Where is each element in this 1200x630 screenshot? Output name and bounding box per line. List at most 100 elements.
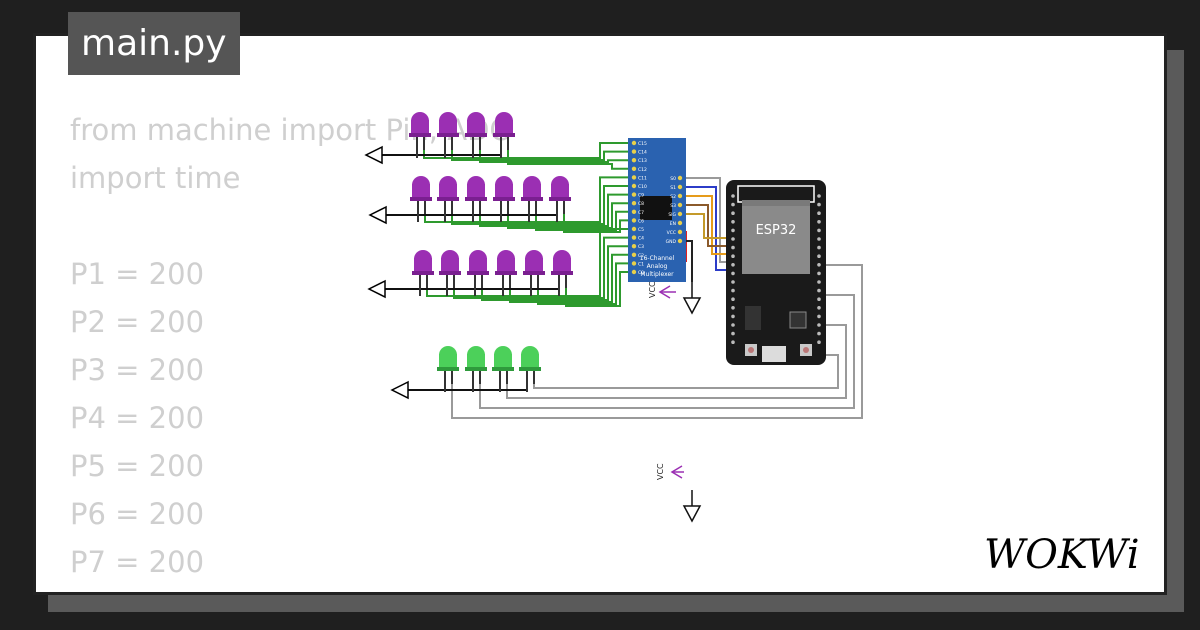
mux-pin-label: C3 [638, 244, 644, 250]
esp32-pin[interactable] [731, 263, 735, 267]
esp32-pin[interactable] [817, 237, 821, 241]
signal-wire[interactable] [537, 262, 632, 305]
mux-pin[interactable] [677, 184, 683, 190]
esp32-pin[interactable] [817, 228, 821, 233]
esp32-pin[interactable] [817, 220, 821, 224]
file-tab[interactable]: main.py [68, 12, 240, 75]
led-green[interactable] [518, 345, 542, 393]
mux-pin[interactable] [677, 238, 683, 244]
esp32-pin[interactable] [731, 220, 735, 224]
esp32-pin[interactable] [731, 331, 735, 336]
esp32-pin[interactable] [817, 245, 821, 250]
esp32-pin[interactable] [731, 194, 735, 198]
led-green[interactable] [491, 345, 515, 393]
esp32-board[interactable]: ESP32 [726, 180, 826, 365]
esp32-pin[interactable] [817, 254, 821, 258]
signal-wire[interactable] [453, 236, 632, 299]
signal-wire[interactable] [451, 150, 632, 161]
esp32-pin[interactable] [817, 306, 821, 310]
esp32-pin[interactable] [731, 254, 735, 258]
mux-pin[interactable] [631, 244, 637, 249]
esp32-pin[interactable] [731, 211, 735, 215]
mux-pin[interactable] [631, 252, 637, 257]
mux-pin[interactable] [631, 218, 637, 223]
led-control-wire[interactable] [479, 294, 855, 409]
esp32-pin[interactable] [731, 297, 735, 302]
mux-pin[interactable] [631, 158, 637, 163]
esp32-pin[interactable] [817, 331, 821, 336]
led-control-wire[interactable] [451, 264, 863, 419]
mux-pin[interactable] [631, 149, 637, 154]
led-green[interactable] [464, 345, 488, 393]
mux-pin[interactable] [631, 175, 637, 180]
esp32-pin[interactable] [731, 323, 735, 327]
mux-label-1: 16-Channel [640, 255, 675, 262]
mux-pin[interactable] [631, 261, 637, 266]
esp32-pin[interactable] [731, 306, 735, 310]
esp32-pin[interactable] [731, 237, 735, 241]
signal-wire[interactable] [424, 176, 632, 223]
mux-pin[interactable] [677, 220, 683, 226]
control-wire[interactable] [682, 204, 733, 247]
signal-wire[interactable] [507, 150, 632, 170]
esp32-pin[interactable] [817, 263, 821, 267]
mux-pin[interactable] [631, 192, 637, 197]
control-wire[interactable] [682, 186, 733, 271]
signal-wire[interactable] [451, 185, 632, 225]
signal-wire[interactable] [479, 150, 632, 163]
control-wire[interactable] [682, 195, 733, 255]
esp32-pin[interactable] [817, 194, 821, 198]
esp32-pin[interactable] [817, 297, 821, 302]
esp32-pin[interactable] [731, 280, 735, 284]
mux-pin-label: S0 [670, 176, 676, 182]
gnd-symbol [682, 282, 702, 315]
multiplexer-board[interactable]: 16-Channel Analog Multiplexer C15C14C13C… [628, 138, 686, 282]
mux-pin[interactable] [631, 201, 637, 206]
esp32-pin[interactable] [731, 340, 735, 345]
esp32-pin[interactable] [817, 271, 821, 276]
mux-pin[interactable] [631, 183, 637, 189]
mux-label-2: Analog [647, 263, 668, 270]
led-green[interactable] [436, 345, 460, 393]
mux-pin[interactable] [677, 202, 683, 208]
control-wire[interactable] [682, 213, 733, 239]
mux-pin[interactable] [677, 193, 683, 199]
esp32-pin[interactable] [731, 228, 735, 233]
led-purple[interactable] [492, 111, 516, 159]
mux-pin[interactable] [677, 229, 683, 235]
mux-pin[interactable] [677, 175, 683, 181]
esp32-pin[interactable] [817, 323, 821, 327]
esp32-pin[interactable] [731, 288, 735, 293]
esp32-pin[interactable] [731, 314, 735, 319]
esp32-pin[interactable] [817, 340, 821, 345]
mux-pin[interactable] [631, 140, 637, 146]
esp32-pin[interactable] [817, 280, 821, 284]
mux-pin[interactable] [631, 209, 637, 214]
mux-pin[interactable] [631, 235, 637, 240]
mux-pin[interactable] [631, 226, 637, 232]
mux-pin[interactable] [631, 269, 637, 275]
signal-wire[interactable] [426, 228, 632, 297]
signal-wire[interactable] [565, 271, 632, 307]
led-purple[interactable] [464, 111, 488, 159]
signal-wire[interactable] [479, 193, 632, 227]
vcc-symbol-2: VCC [656, 463, 684, 480]
esp32-pin[interactable] [817, 202, 821, 207]
signal-wire[interactable] [509, 253, 632, 303]
esp32-pin[interactable] [731, 271, 735, 276]
mux-pin[interactable] [631, 166, 637, 171]
esp32-pin[interactable] [731, 245, 735, 250]
led-control-wire[interactable] [506, 324, 847, 399]
esp32-pin[interactable] [817, 314, 821, 319]
esp32-pin[interactable] [817, 288, 821, 293]
esp32-pin[interactable] [817, 211, 821, 215]
led-purple[interactable] [436, 111, 460, 159]
esp32-pin[interactable] [731, 202, 735, 207]
signal-wire[interactable] [563, 214, 632, 233]
wokwi-logo[interactable]: WOKWi [980, 532, 1150, 578]
signal-wire[interactable] [481, 245, 632, 301]
mux-pin[interactable] [677, 211, 683, 217]
led-control-wire[interactable] [533, 354, 839, 389]
led-purple[interactable] [408, 111, 432, 159]
